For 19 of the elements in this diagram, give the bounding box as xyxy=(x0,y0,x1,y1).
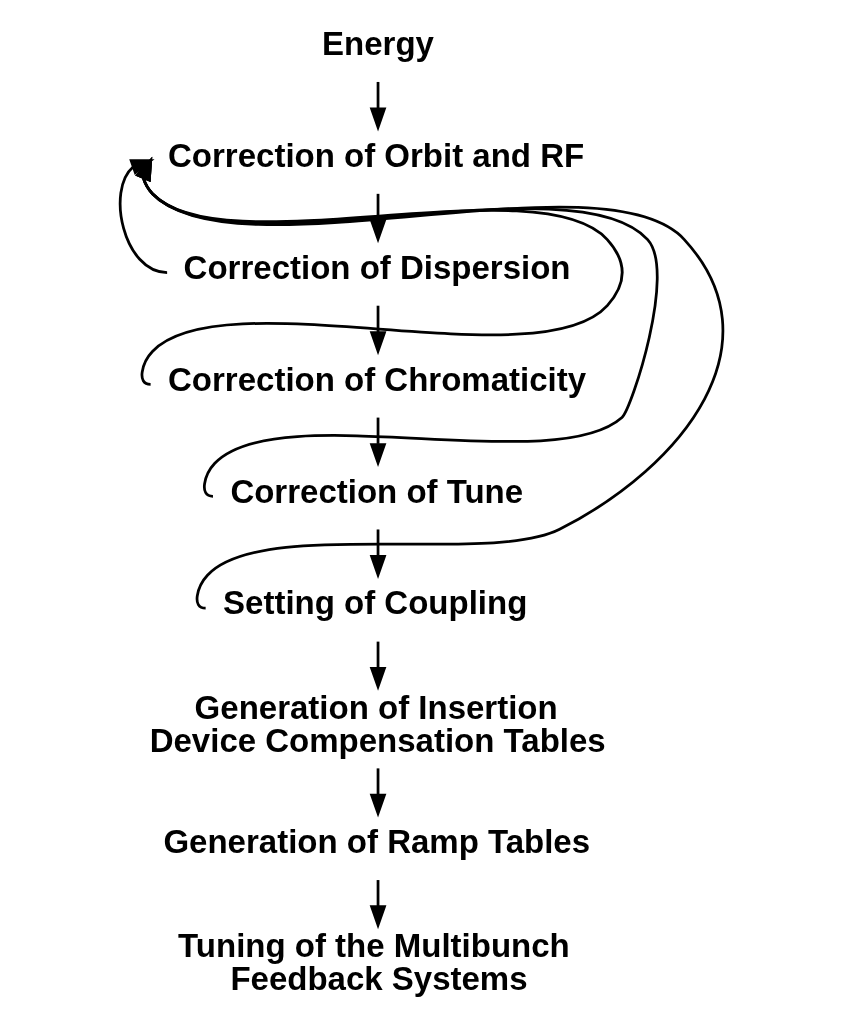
arrow xyxy=(369,193,387,244)
arrow xyxy=(369,81,387,132)
node-text: Energy xyxy=(322,25,434,63)
arrow xyxy=(369,417,387,468)
node-text: Correction of Dispersion xyxy=(183,248,571,286)
arrow xyxy=(369,641,387,691)
node-text: Generation of Insertion Device Compensation Tables xyxy=(149,688,606,759)
arrow xyxy=(369,529,387,579)
node-text: Correction of Tune xyxy=(230,472,524,510)
arrow xyxy=(369,305,387,356)
arrow xyxy=(118,159,168,274)
arrow xyxy=(369,768,387,818)
node-text: Correction of Chromaticity xyxy=(168,360,587,398)
node-text: Generation of Ramp Tables xyxy=(163,822,591,860)
node-text: Setting of Coupling xyxy=(223,584,528,622)
arrow xyxy=(135,156,724,610)
node-text: Correction of Orbit and RF xyxy=(168,136,585,174)
node-text: Tuning of the Multibunch Feedback Systems xyxy=(178,927,570,998)
arrow xyxy=(369,880,387,930)
